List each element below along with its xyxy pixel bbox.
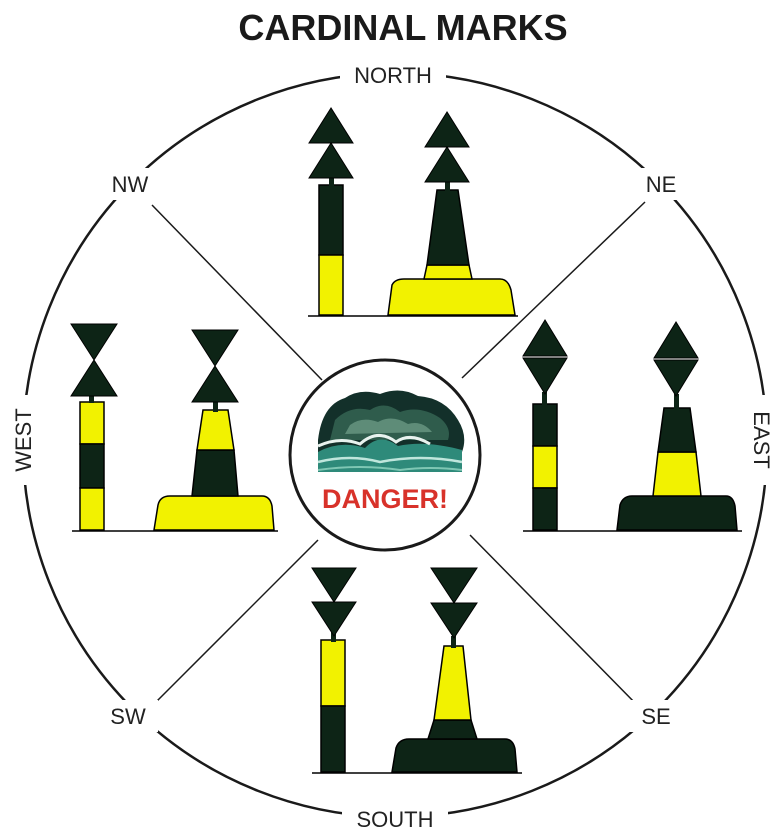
divider-se	[470, 535, 640, 708]
east-pillar-buoy	[523, 320, 567, 530]
divider-nw	[152, 205, 322, 380]
label-se: SE	[641, 704, 670, 729]
label-north: NORTH	[354, 63, 432, 88]
west-spar-buoy	[154, 330, 274, 530]
label-nw: NW	[112, 172, 149, 197]
west-pillar-buoy	[71, 324, 117, 530]
north-spar-buoy	[388, 112, 515, 315]
danger-center: DANGER!	[290, 360, 480, 550]
label-ne: NE	[646, 172, 677, 197]
south-pillar-buoy	[312, 568, 356, 772]
label-west: WEST	[11, 408, 36, 472]
label-sw: SW	[110, 704, 146, 729]
divider-sw	[150, 540, 318, 708]
east-spar-buoy	[617, 322, 737, 530]
danger-label: DANGER!	[322, 484, 448, 514]
diagram-title: CARDINAL MARKS	[238, 7, 567, 48]
south-spar-buoy	[392, 568, 517, 772]
label-south: SOUTH	[357, 807, 434, 832]
north-pillar-buoy	[309, 108, 353, 315]
label-east: EAST	[749, 411, 772, 468]
